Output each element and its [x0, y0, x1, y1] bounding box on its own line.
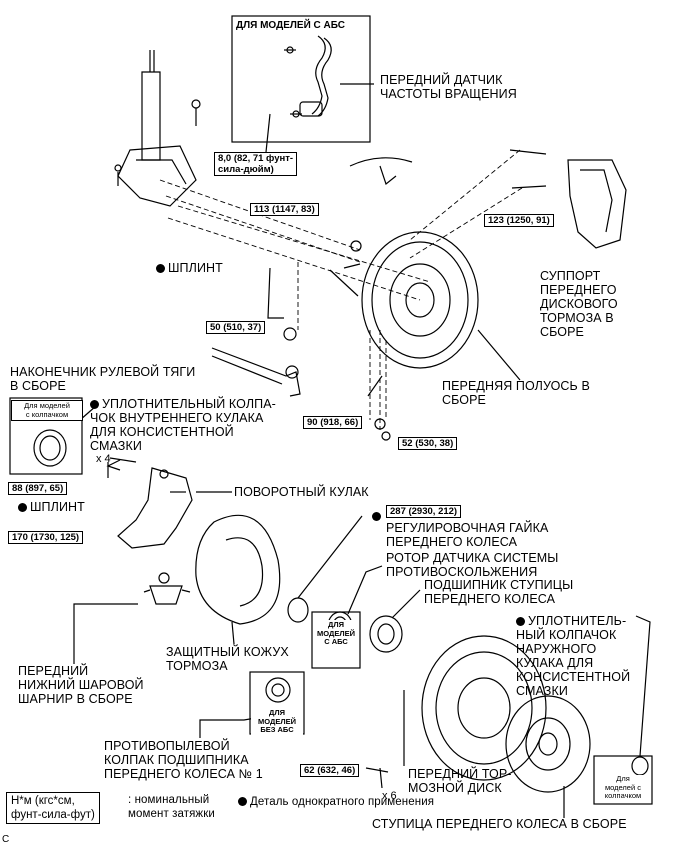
leader-t1 — [265, 113, 271, 153]
leader-rotor — [347, 565, 383, 615]
torque-62: 62 (632, 46) — [300, 764, 360, 777]
nut-52 — [381, 431, 391, 441]
leader-axle — [477, 329, 521, 381]
leader-cover — [231, 621, 235, 645]
strut-drawing — [114, 50, 201, 207]
label-axle-hub: ПЕРЕДНЯЯ ПОЛУОСЬ В СБОРЕ — [442, 379, 590, 407]
leader-adjnut — [297, 515, 363, 599]
leader-balljoint — [73, 603, 138, 664]
legend-nominal-torque: : номинальный момент затяжки — [128, 794, 215, 820]
label-rotor-sensor: РОТОР ДАТЧИКА СИСТЕМЫ ПРОТИВОСКОЛЬЖЕНИЯ — [386, 551, 559, 579]
legend-units-box: Н*м (кгс*см, фунт-сила-фут) — [6, 792, 100, 824]
label-inner-grease-cap: УПЛОТНИТЕЛЬНЫЙ КОЛПА- ЧОК ВНУТРЕННЕГО КУ… — [90, 397, 276, 453]
label-adjusting-nut-text: РЕГУЛИРОВОЧНАЯ ГАЙКА ПЕРЕДНЕГО КОЛЕСА — [386, 521, 549, 549]
leader-bearing — [391, 589, 421, 619]
cap-inset-left — [9, 397, 83, 475]
nut-50 — [283, 327, 297, 341]
seal-drawing — [287, 597, 309, 623]
single-use-dot — [156, 264, 165, 273]
inner-grease-cap-drawing — [33, 429, 67, 467]
single-use-dot — [18, 503, 27, 512]
abs-inset-frame — [231, 15, 371, 143]
label-dust-cover: ЗАЩИТНЫЙ КОЖУХ ТОРМОЗА — [166, 645, 289, 673]
label-ball-joint: ПЕРЕДНИЙ НИЖНИЙ ШАРОВОЙ ШАРНИР В СБОРЕ — [18, 664, 144, 706]
leader-90 — [367, 375, 383, 397]
nut-90 — [374, 418, 386, 430]
label-cotter-pin-1: ШПЛИНТ — [156, 261, 223, 275]
count-x6: x 6 — [382, 790, 397, 802]
torque-123: 123 (1250, 91) — [484, 214, 554, 227]
single-use-dot — [372, 512, 381, 521]
caliper-drawing — [509, 149, 627, 249]
leader-dustcap — [199, 717, 257, 738]
bolt-x6-drawing — [365, 767, 389, 773]
tag-no-abs-models: ДЛЯ МОДЕЛЕЙ БЕЗ АБС — [251, 708, 303, 736]
abs-box-title: ДЛЯ МОДЕЛЕЙ С АБС — [236, 20, 346, 31]
torque-50: 50 (510, 37) — [206, 321, 266, 334]
torque-170: 170 (1730, 125) — [8, 531, 84, 544]
label-steering-knuckle: ПОВОРОТНЫЙ КУЛАК — [234, 485, 369, 499]
cap-inset-right — [593, 755, 653, 805]
knuckle-drawing — [106, 457, 193, 549]
torque-90: 90 (918, 66) — [303, 416, 363, 429]
speed-sensor-drawing — [284, 35, 332, 118]
ball-joint-drawing — [143, 572, 191, 605]
upper-arm-drawing — [349, 157, 413, 167]
label-tie-rod-end: НАКОНЕЧНИК РУЛЕВОЙ ТЯГИ В СБОРЕ — [10, 365, 196, 393]
label-outer-grease-cap: УПЛОТНИТЕЛЬ- НЫЙ КОЛПАЧОК НАРУЖНОГО КУЛА… — [516, 614, 631, 698]
label-cotter-pin-2: ШПЛИНТ — [18, 500, 85, 514]
abs-tag-frame — [311, 611, 361, 669]
torque-113: 113 (1147, 83) — [250, 203, 319, 216]
brake-disc-drawing — [421, 635, 547, 781]
single-use-dot — [516, 617, 525, 626]
label-caliper: СУППОРТ ПЕРЕДНЕГО ДИСКОВОГО ТОРМОЗА В СБ… — [540, 269, 618, 339]
axle-hub-drawing — [329, 231, 479, 369]
leader-outer-cap — [635, 615, 651, 757]
tag-cap-models-right: Для моделей с колпачком — [595, 774, 651, 801]
torque-287: 287 (2930, 212) — [386, 505, 462, 518]
label-brake-disc: ПЕРЕДНИЙ ТОР- МОЗНОЙ ДИСК — [408, 767, 512, 795]
leader-cotter — [267, 267, 284, 319]
count-x4: x 4 — [96, 453, 111, 465]
tie-rod-drawing — [211, 347, 301, 397]
label-hub-bearing: ПОДШИПНИК СТУПИЦЫ ПЕРЕДНЕГО КОЛЕСА — [424, 578, 574, 606]
cotter-pin-1-drawing — [343, 263, 361, 269]
hub-bearing-drawing — [369, 615, 403, 653]
tag-abs-models: ДЛЯ МОДЕЛЕЙ С АБС — [313, 620, 359, 648]
torque-88: 88 (897, 65) — [8, 482, 68, 495]
corner-code: C — [2, 834, 10, 845]
label-adjusting-nut — [372, 509, 384, 523]
dust-cover-drawing — [195, 514, 281, 625]
label-dust-cap: ПРОТИВОПЫЛЕВОЙ КОЛПАК ПОДШИПНИКА ПЕРЕДНЕ… — [104, 739, 263, 781]
legend-single-use: Деталь однократного применения — [238, 795, 434, 809]
label-hub-assembly: СТУПИЦА ПЕРЕДНЕГО КОЛЕСА В СБОРЕ — [372, 817, 627, 831]
single-use-dot — [238, 797, 247, 806]
hub-assembly-drawing — [505, 695, 591, 793]
nut-113 — [350, 240, 362, 252]
tag-cap-models-left: Для моделей с колпачком — [11, 400, 83, 421]
single-use-dot — [90, 400, 99, 409]
label-speed-sensor: ПЕРЕДНИЙ ДАТЧИК ЧАСТОТЫ ВРАЩЕНИЯ — [380, 73, 517, 101]
torque-8-0: 8,0 (82, 71 фунт- сила-дюйм) — [214, 152, 298, 176]
torque-52: 52 (530, 38) — [398, 437, 458, 450]
